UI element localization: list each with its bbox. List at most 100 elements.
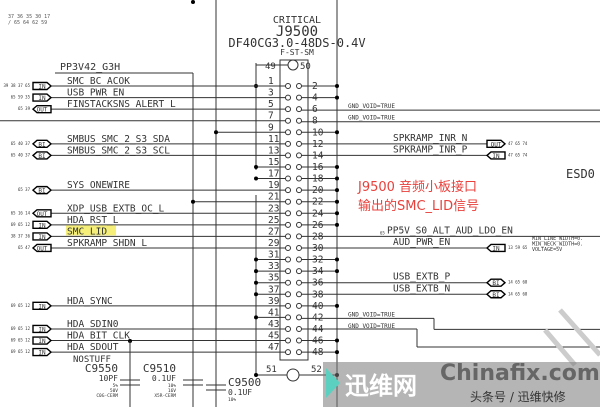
pin-number: 47 <box>268 342 279 353</box>
pin-circle <box>285 129 291 136</box>
pin-circle <box>285 198 291 205</box>
watermark-logo-icon <box>326 368 340 398</box>
pin-circle <box>296 187 302 194</box>
junction-dot <box>335 95 339 100</box>
net-label-sys-onewire: SYS_ONEWIRE <box>67 180 130 191</box>
net-label-hda-sdin0: HDA_SDIN0 <box>67 319 119 330</box>
net-label-usb-pwr-en: USB_PWR_EN <box>67 88 124 99</box>
net-refs: 38 37 36 <box>11 233 31 238</box>
port-flag-in-icon <box>32 93 53 102</box>
junction-dot <box>335 269 339 274</box>
port-flag-label: BI <box>38 141 46 148</box>
pin-circle <box>296 198 302 205</box>
watermark <box>323 362 600 407</box>
pin-circle <box>296 175 302 182</box>
pin-circle <box>285 94 291 101</box>
pin-number: 45 <box>268 331 279 342</box>
capacitor-value: 0.1UF <box>152 374 176 383</box>
junction-dot <box>254 280 258 285</box>
capacitor-ref: C9550 <box>85 362 118 375</box>
pin-circle <box>296 210 302 217</box>
mount-pin-circle <box>286 368 300 382</box>
net-label-usb-extb-p: USB_EXTB_P <box>393 272 450 283</box>
pin-circle <box>285 337 291 344</box>
capacitor-ref: C9500 <box>228 376 261 389</box>
junction-dot <box>254 292 258 297</box>
pin-circle <box>296 337 302 344</box>
junction-dot <box>254 257 258 262</box>
net-label-xdp-usb-extb-oc-l: XDP_USB_EXTB_OC_L <box>67 203 165 214</box>
junction-dot <box>335 303 339 308</box>
junction-dot <box>335 176 339 181</box>
port-flag-out-icon <box>31 209 52 218</box>
connector-critical: CRITICAL <box>273 15 321 26</box>
net-refs: 47 65 74 <box>508 152 528 157</box>
net-label-hda-bit-clk: HDA_BIT_CLK <box>67 331 130 342</box>
net-label-finstacksns-alert-l: FINSTACKSNS_ALERT_L <box>67 99 176 110</box>
port-flag-label: IN <box>38 95 46 102</box>
junction-dot <box>335 211 339 216</box>
watermark-brand-en: Chinafix.com <box>440 361 600 386</box>
pin-circle <box>285 302 291 309</box>
net-refs: 65 37 <box>18 187 31 192</box>
capacitor-voltage: 16V <box>168 388 176 394</box>
port-flag-out-icon <box>31 243 52 253</box>
pin-circle <box>296 291 302 298</box>
pin-circle <box>285 221 291 228</box>
capacitor-tolerance: 5% <box>113 383 119 389</box>
capacitor-voltage: 50V <box>110 388 118 394</box>
net-refs: 47 65 74 <box>508 141 528 146</box>
pin-number: 7 <box>268 111 274 122</box>
junction-dot <box>254 176 258 181</box>
net-refs: 39 38 37 65 <box>4 83 31 88</box>
port-flag-label: OUT <box>37 211 48 218</box>
port-flag-label: OUT <box>37 107 48 114</box>
pin-number: 21 <box>268 192 280 203</box>
pin-number: 27 <box>268 226 279 237</box>
port-flag-bi-icon <box>31 151 53 160</box>
port-flag-in-icon <box>32 232 53 241</box>
mount-pin-number: 50 <box>300 62 311 72</box>
junction-dot <box>254 269 258 274</box>
net-refs: 65 40 37 <box>11 152 31 157</box>
pin-number: 31 <box>268 250 280 261</box>
connector-subpart: F-ST-SM <box>280 48 314 57</box>
net-label-hda-rst-l: HDA_RST_L <box>67 215 119 226</box>
net-property: GND_VOID=TRUE <box>348 323 395 330</box>
net-label-hda-sync: HDA_SYNC <box>67 296 113 307</box>
pin-circle <box>296 256 302 263</box>
net-refs: 65 59 35 <box>11 95 31 100</box>
port-flag-out-icon <box>486 139 507 149</box>
port-flag-label: BI <box>492 292 500 299</box>
net-refs: 69 65 12 <box>11 338 31 343</box>
port-flag-bi-icon <box>31 185 53 195</box>
junction-dot <box>254 373 258 377</box>
junction-dot <box>335 130 339 135</box>
junction-dot <box>191 199 195 204</box>
pin-number: 19 <box>268 180 280 191</box>
net-property: MIN_LINE_WIDTH=0. <box>532 236 583 242</box>
pin-circle <box>285 210 291 217</box>
net-label-spkramp-inr-p: SPKRAMP_INR_P <box>393 144 468 155</box>
pin-circle <box>285 256 291 263</box>
junction-dot <box>191 0 195 4</box>
pin-number: 37 <box>268 284 279 295</box>
pin-circle <box>285 140 291 147</box>
port-flag-bi-icon <box>485 278 507 287</box>
junction-dot <box>335 164 339 169</box>
net-label-aud-pwr-en: AUD_PWR_EN <box>393 237 450 248</box>
junction-dot <box>335 188 339 193</box>
port-flag-label: IN <box>492 153 500 160</box>
pin-circle <box>285 279 291 286</box>
pin-circle <box>285 175 291 182</box>
pin-number: 17 <box>268 169 279 180</box>
port-flag-in-icon <box>32 220 53 230</box>
port-flag-out-icon <box>31 104 52 114</box>
port-flag-in-icon <box>485 151 506 160</box>
pin-circle <box>285 349 291 356</box>
port-flag-label: BI <box>492 280 500 287</box>
junction-dot <box>335 338 339 343</box>
pin-number: 11 <box>268 134 280 145</box>
watermark-brand-cn: 迅维网 <box>345 372 417 400</box>
